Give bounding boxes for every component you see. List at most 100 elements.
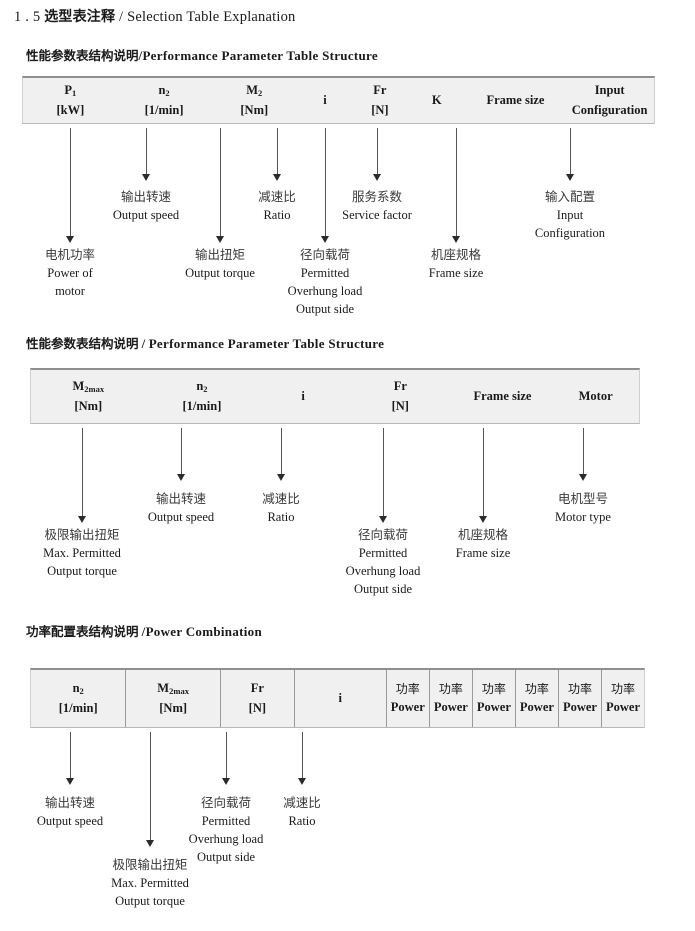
annotation-cn: 电机型号 xyxy=(557,491,608,506)
annotation-en-line: Max. Permitted xyxy=(111,876,189,891)
table-header-symbol: 功率 xyxy=(395,681,420,696)
page-title-separator: / xyxy=(119,9,124,25)
table-header-unit: Power xyxy=(606,700,641,715)
table-header-cell: n2[1/min] xyxy=(31,670,125,727)
section-2-heading-sep: / xyxy=(141,336,146,351)
table-header-subscript: 2 xyxy=(258,88,263,99)
table-header-subscript: 2 xyxy=(165,88,170,99)
annotation-en-line: Ratio xyxy=(263,208,291,223)
table-header-symbol: i xyxy=(323,92,327,107)
table-header-subscript: 1 xyxy=(72,88,77,99)
table-header-cell: Frame size xyxy=(466,78,566,123)
table-header-symbol: P1 xyxy=(64,83,77,99)
annotation-max-output-torque-3: 极限输出扭矩 Max. Permitted Output torque xyxy=(111,856,189,910)
page-title-number: 1 . 5 xyxy=(14,9,41,25)
annotation-cn: 输出转速 xyxy=(120,189,171,204)
section-3-heading: 功率配置表结构说明 /Power Combination xyxy=(26,621,262,640)
section-3-heading-sep: / xyxy=(141,624,146,639)
annotation-max-output-torque: 极限输出扭矩 Max. Permitted Output torque xyxy=(43,526,121,580)
table-header-symbol: Fr xyxy=(250,681,264,696)
table-header-unit: Power xyxy=(562,700,597,715)
table-header-symbol: 功率 xyxy=(481,681,506,696)
annotation-cn: 机座规格 xyxy=(457,527,508,542)
annotation-cn: 径向载荷 xyxy=(299,247,351,262)
page-title: 1 . 5 选型表注释 / Selection Table Explanatio… xyxy=(14,6,296,26)
annotation-cn: 输入配置 xyxy=(544,189,596,204)
table-header-symbol: Frame size xyxy=(473,388,532,403)
table-header-cell: i xyxy=(258,370,348,423)
annotation-en-line: Overhung load xyxy=(188,832,264,847)
section-1-heading-sep: / xyxy=(138,48,143,63)
table-header-cell: Fr[N] xyxy=(348,370,453,423)
table-header-cell: 功率 Power xyxy=(514,670,558,727)
table-header-symbol: 功率 xyxy=(524,681,549,696)
table-header-cell: n2[1/min] xyxy=(146,370,259,423)
section-2-heading-cn: 性能参数表结构说明 xyxy=(26,336,139,351)
annotation-en-line: Output speed xyxy=(36,814,104,829)
annotation-input-configuration: 输入配置 Input Configuration xyxy=(535,188,605,242)
annotation-en-line: Input xyxy=(556,208,584,223)
table-header-unit: [N] xyxy=(248,700,267,715)
annotation-en-line: motor xyxy=(55,284,85,299)
annotation-en-line: Overhung load xyxy=(287,284,363,299)
performance-parameter-table-2: M2max[Nm]n2[1/min] i Fr[N] Frame size Motor xyxy=(30,368,640,424)
table-header-symbol: Frame size xyxy=(486,92,545,107)
annotation-en-line: Output side xyxy=(197,850,255,865)
section-2-heading-en: Performance Parameter Table Structure xyxy=(148,336,385,351)
table-header-cell: i xyxy=(293,670,386,727)
annotation-en-line: Output speed xyxy=(112,208,180,223)
annotation-en-line: Output torque xyxy=(185,266,255,281)
annotation-output-speed-3: 输出转速 Output speed xyxy=(37,794,103,830)
annotation-ratio-2: 减速比 Ratio xyxy=(262,490,300,526)
table-header-unit: [1/min] xyxy=(58,700,98,715)
section-2-heading: 性能参数表结构说明 / Performance Parameter Table … xyxy=(26,333,384,352)
table-header-subscript: 2max xyxy=(84,384,105,395)
table-header-unit: [Nm] xyxy=(240,102,269,117)
table-header-cell: Frame size xyxy=(453,370,553,423)
annotation-cn: 减速比 xyxy=(283,795,321,810)
annotation-frame-size: 机座规格 Frame size xyxy=(429,246,484,282)
annotation-en-line: Output side xyxy=(296,302,354,317)
table-header-symbol: M2max xyxy=(72,379,105,395)
table-header-symbol: Motor xyxy=(578,388,613,403)
annotation-output-speed-2: 输出转速 Output speed xyxy=(148,490,214,526)
table-header-symbol: Input xyxy=(594,83,625,98)
annotation-en-line: Output torque xyxy=(47,564,117,579)
section-1-heading-en: Performance Parameter Table Structure xyxy=(142,48,378,63)
annotation-ratio: 减速比 Ratio xyxy=(258,188,296,224)
table-header-unit: Power xyxy=(476,700,511,715)
annotation-cn: 减速比 xyxy=(262,491,300,506)
table-header-symbol: M2max xyxy=(157,681,189,697)
table-header-symbol: Fr xyxy=(393,379,407,394)
annotation-cn: 输出转速 xyxy=(44,795,95,810)
table-header-cell: Motor xyxy=(552,370,639,423)
annotation-en-line: Frame size xyxy=(455,546,511,561)
annotation-en-line: Ratio xyxy=(267,510,295,525)
table-header-symbol: M2 xyxy=(246,83,263,99)
annotation-en-line: Max. Permitted xyxy=(43,546,121,561)
annotation-service-factor: 服务系数 Service factor xyxy=(342,188,412,224)
section-1-heading-cn: 性能参数表结构说明 xyxy=(26,48,139,63)
table-header-unit: [1/min] xyxy=(182,398,222,413)
annotation-frame-size-2: 机座规格 Frame size xyxy=(456,526,511,562)
annotation-overhung-load-2: 径向载荷 Permitted Overhung load Output side xyxy=(346,526,421,599)
annotation-overhung-load: 径向载荷 Permitted Overhung load Output side xyxy=(288,246,363,319)
table-header-cell: M2max[Nm] xyxy=(31,370,146,423)
table-header-unit: Power xyxy=(433,700,468,715)
annotation-cn: 电机功率 xyxy=(44,247,96,262)
table-header-unit: Power xyxy=(519,700,554,715)
table-header-subscript: 2max xyxy=(169,686,189,697)
annotation-en-line: Service factor xyxy=(342,208,412,223)
table-header-cell: P1[kW] xyxy=(23,78,118,123)
table-header-symbol: 功率 xyxy=(567,681,592,696)
annotation-en-line: Frame size xyxy=(428,266,484,281)
annotation-en-line: Output side xyxy=(354,582,412,597)
table-header-symbol: i xyxy=(301,388,305,403)
annotation-en-line: Overhung load xyxy=(345,564,421,579)
annotation-en-line: Permitted xyxy=(300,266,350,281)
